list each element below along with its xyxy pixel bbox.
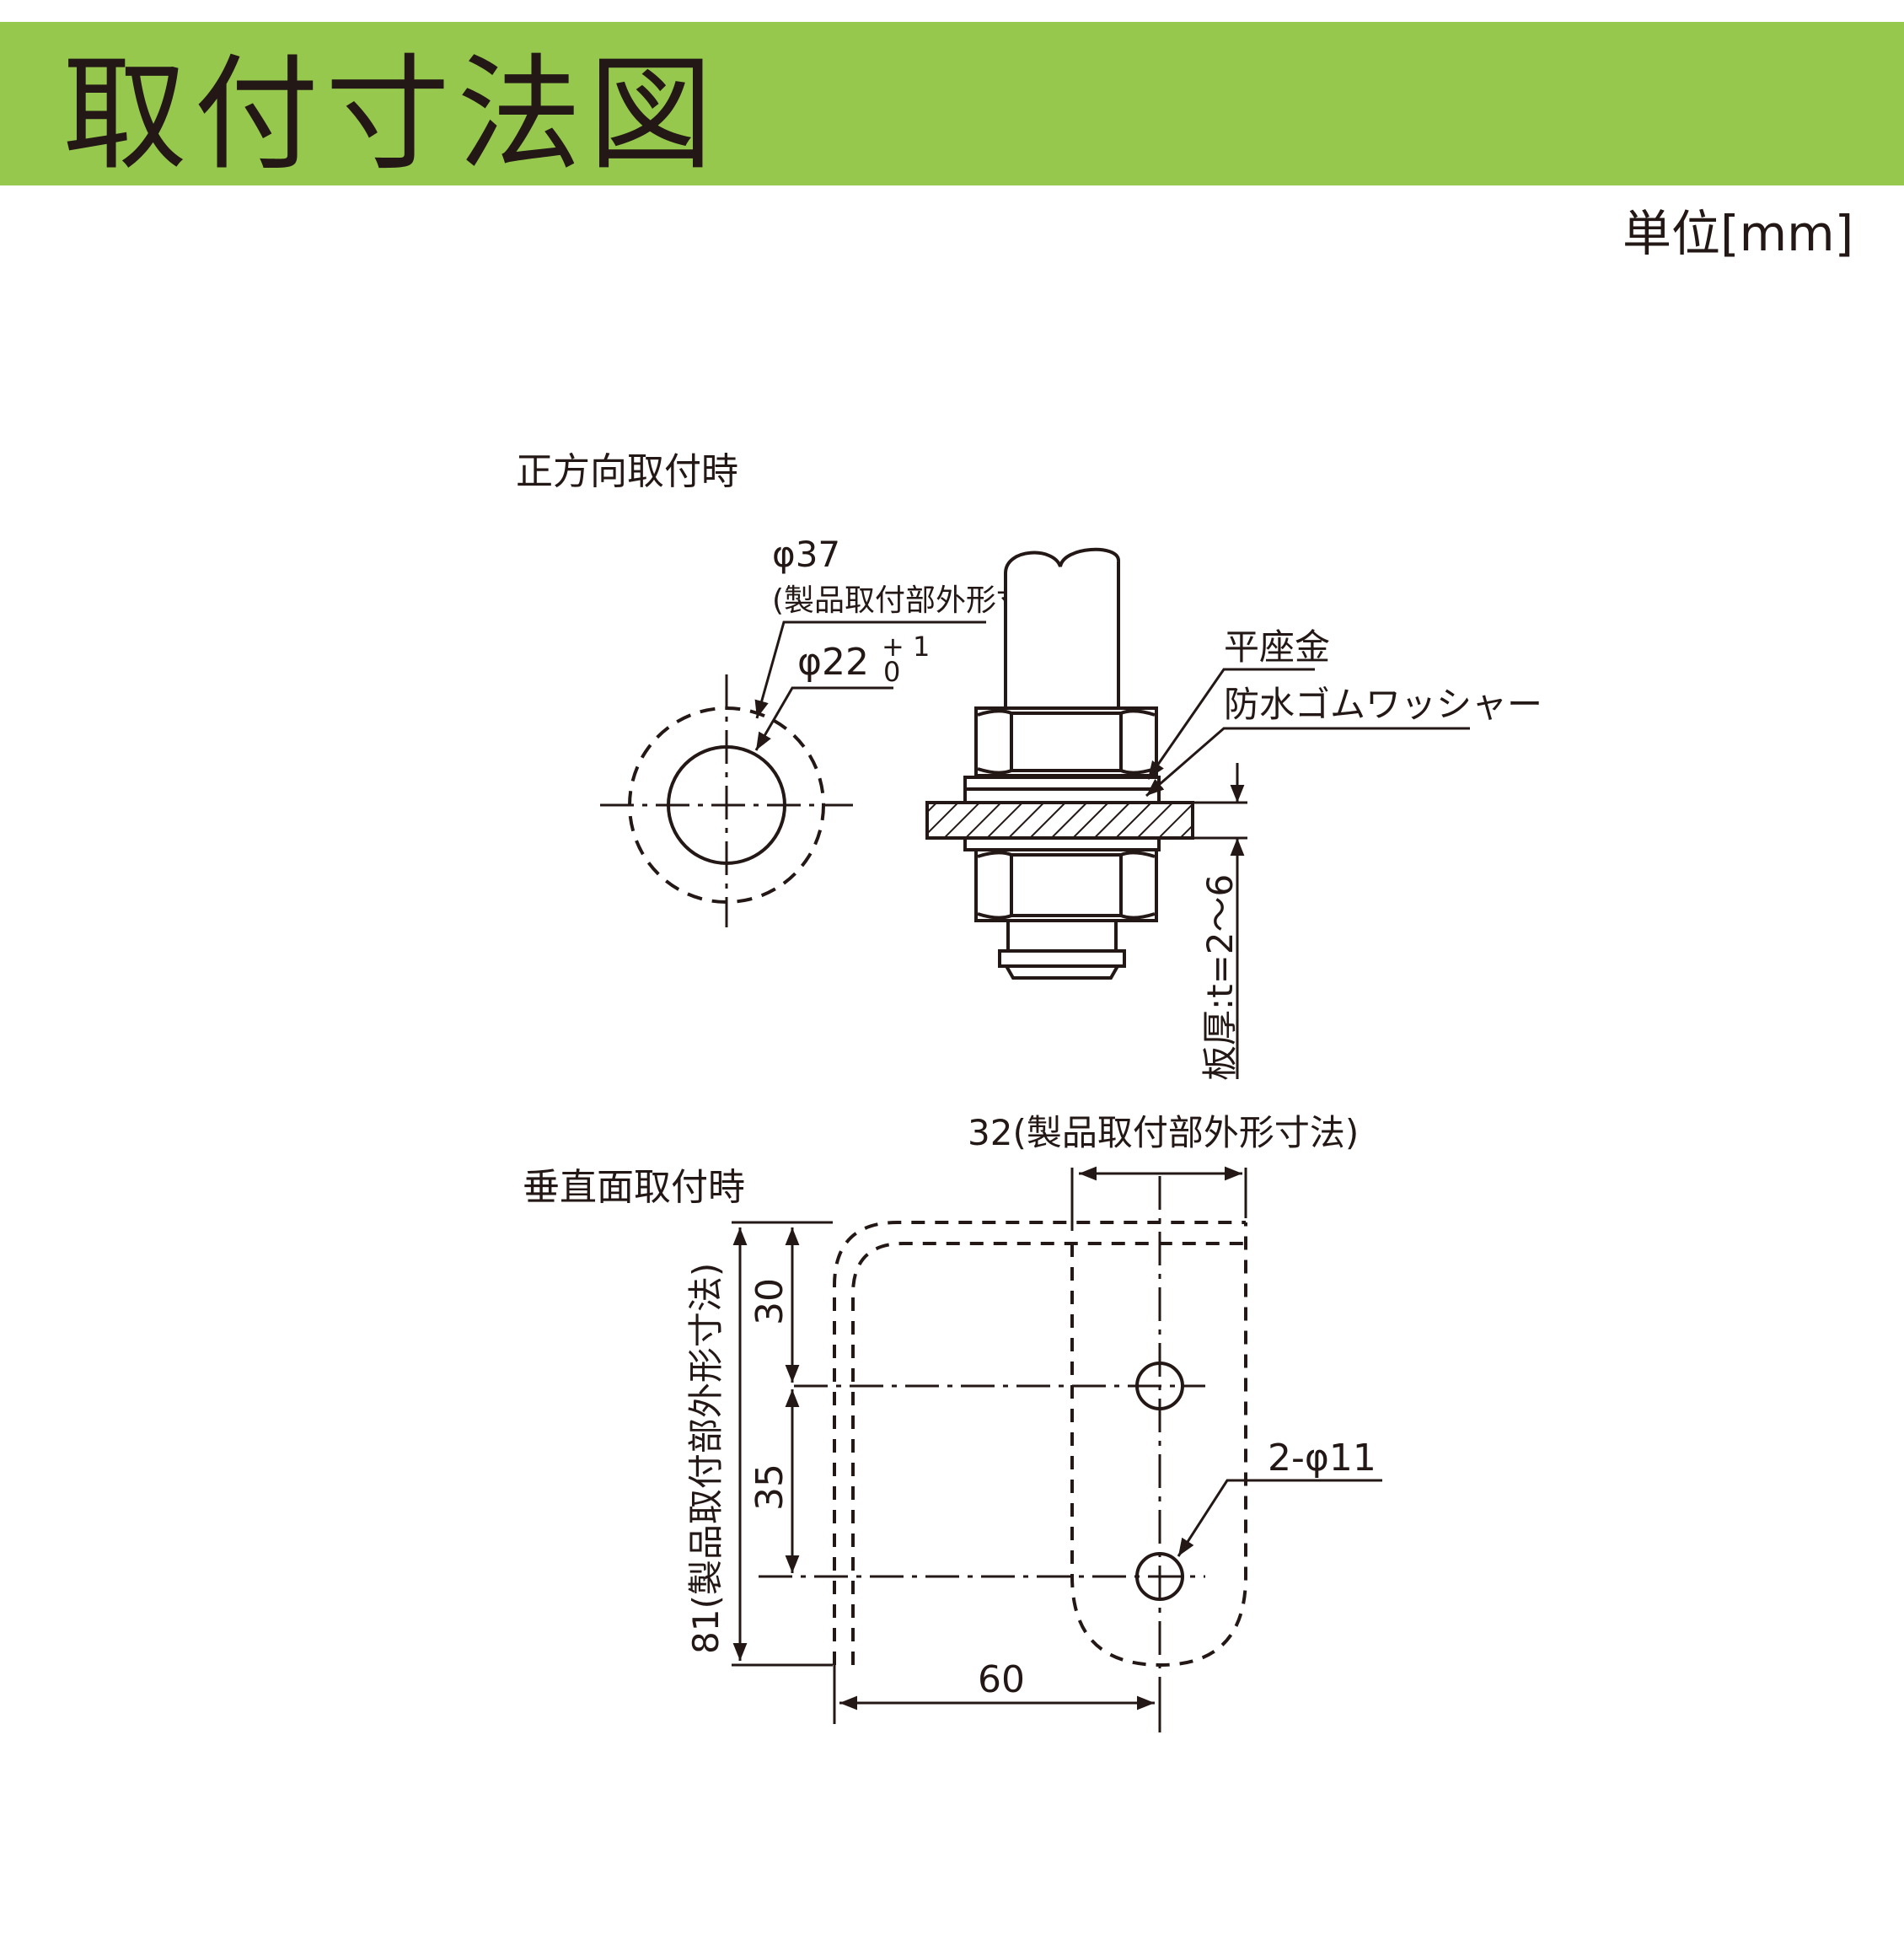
lower-washer: [963, 836, 1161, 851]
dimension-35: 35: [748, 1464, 791, 1511]
page-title: 取付寸法図: [62, 42, 720, 187]
vertical-view-heading: 垂直面取付時: [523, 1166, 745, 1209]
tolerance-upper: + 1: [882, 631, 930, 663]
rubber-washer: [963, 787, 1161, 804]
flat-washer-leader: [1146, 668, 1315, 780]
title-banner: 取付寸法図: [0, 22, 1904, 185]
threaded-end: [1006, 919, 1118, 953]
flat-washer: [963, 776, 1161, 791]
hole-diameter-label: φ22: [797, 641, 869, 684]
height-label: 81(製品取付部外形寸法): [685, 1263, 727, 1654]
front-view-heading: 正方向取付時: [516, 450, 738, 493]
outer-diameter-leader: [754, 620, 986, 719]
flat-washer-label: 平座金: [1224, 626, 1330, 668]
holes-label: 2-φ11: [1268, 1437, 1376, 1480]
bolt-assembly: [925, 547, 1194, 980]
holes-leader: [1177, 1479, 1382, 1557]
offset-dimension: [833, 1665, 1161, 1732]
dimension-60: 60: [978, 1658, 1025, 1701]
shaft: [1004, 561, 1120, 710]
upper-nut: [974, 706, 1158, 777]
height-dimension: [732, 1221, 833, 1667]
rubber-washer-label: 防水ゴムワッシャー: [1224, 684, 1542, 725]
mounting-plate: [925, 801, 1194, 840]
bracket-outline: [833, 1221, 1247, 1668]
outer-diameter-label: φ37: [772, 534, 840, 575]
lower-nut: [974, 848, 1158, 922]
shaft-top: [1004, 547, 1120, 574]
thickness-label: 板厚:t=2〜6: [1199, 874, 1241, 1081]
width-dimension: [1070, 1166, 1247, 1231]
hole-plan-view: [600, 674, 853, 927]
thickness-dimension: [1193, 763, 1247, 1079]
hole-diameter-leader: [754, 686, 893, 751]
rubber-washer-leader: [1145, 727, 1470, 798]
unit-label: 単位[mm]: [1622, 205, 1854, 262]
vertical-center-lines: [759, 1176, 1205, 1728]
width-label: 32(製品取付部外形寸法): [968, 1112, 1359, 1153]
tolerance-lower: 0: [883, 656, 900, 688]
dimension-30: 30: [748, 1278, 791, 1325]
